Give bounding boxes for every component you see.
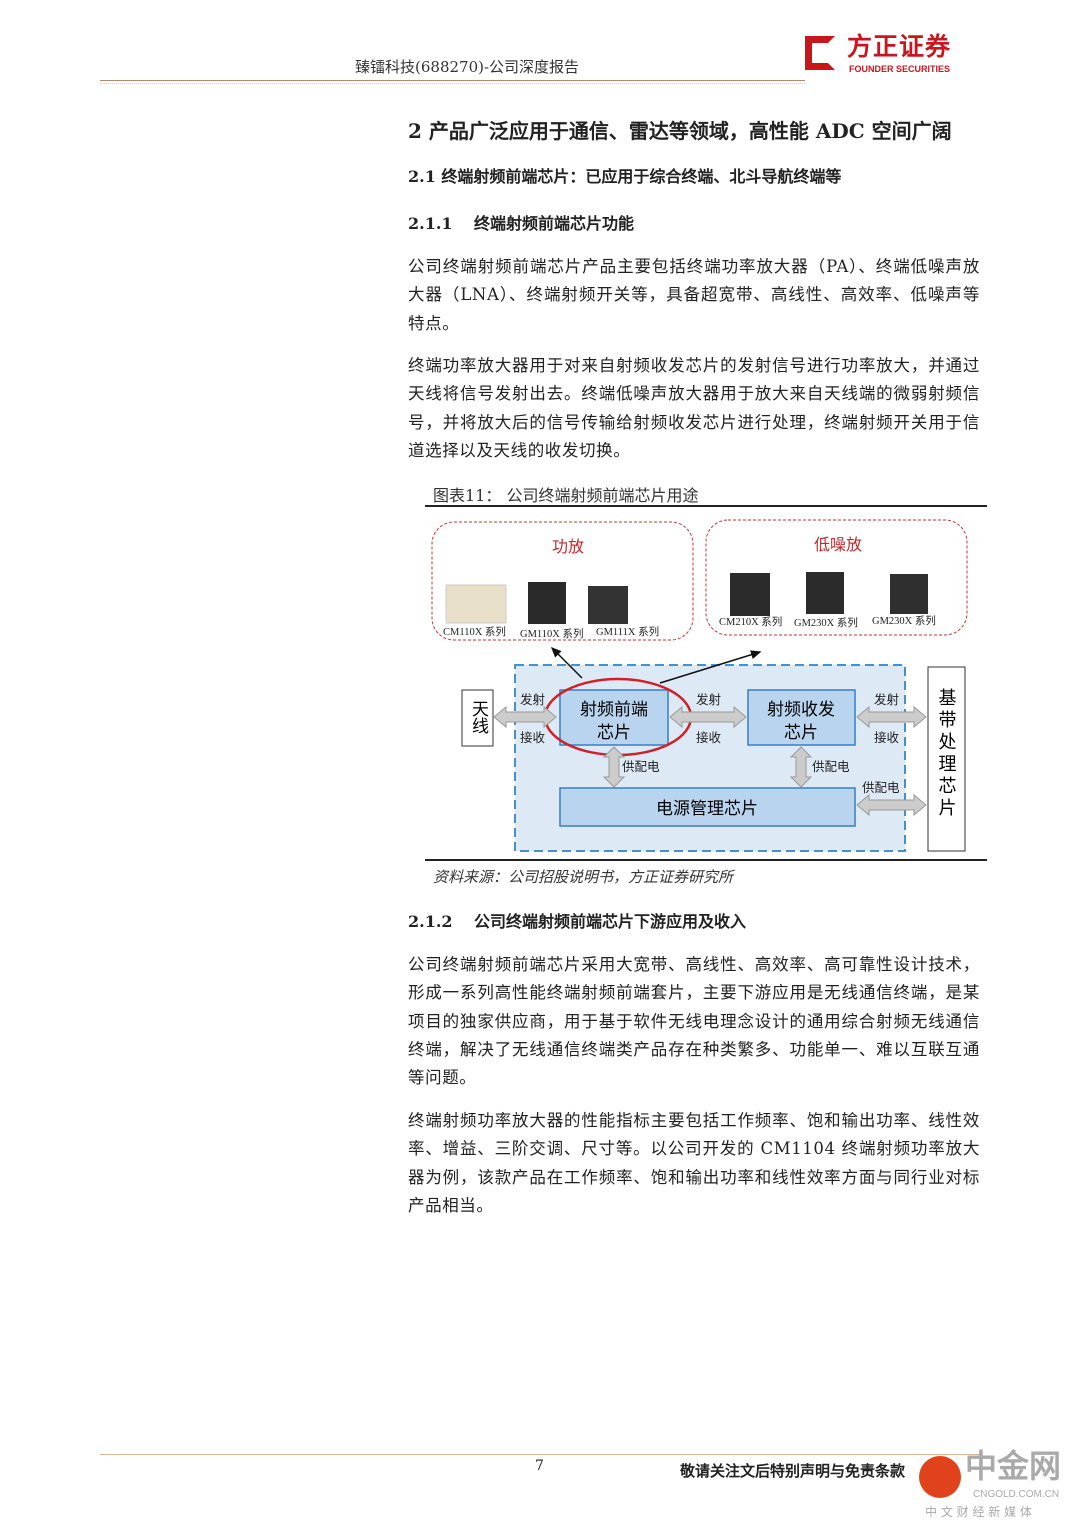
- header-title: 臻镭科技(688270)-公司深度报告: [355, 58, 580, 76]
- supply-label: 供配电: [812, 759, 850, 774]
- heading-number: 2.1.1: [408, 214, 453, 233]
- chip-image: [730, 573, 770, 616]
- pa-group-label: 功放: [552, 537, 584, 556]
- double-arrow: [856, 793, 927, 817]
- power-management-box: [559, 787, 856, 827]
- tx-label: 发射: [696, 692, 721, 707]
- double-arrow: [493, 705, 557, 729]
- supply-label: 供配电: [862, 780, 900, 795]
- subsubsection-heading-1: 2.1.1 终端射频前端芯片功能: [408, 210, 634, 234]
- rx-label: 接收: [520, 730, 546, 745]
- tx-label: 发射: [520, 692, 545, 707]
- double-arrow: [669, 705, 747, 729]
- figure-top-rule: [425, 505, 987, 507]
- frontend-chip-box: [559, 689, 669, 746]
- watermark-cn: 中金网: [965, 1447, 1062, 1485]
- lna-group-label: 低噪放: [814, 535, 862, 554]
- paragraph-4: 终端射频功率放大器的性能指标主要包括工作频率、饱和输出功率、线性效率、增益、三阶…: [408, 1111, 980, 1215]
- transceiver-chip-box: [747, 689, 856, 746]
- section-heading: 2 产品广泛应用于通信、雷达等领域，高性能 ADC 空间广阔: [408, 119, 952, 143]
- chip-image: [806, 572, 844, 614]
- cngold-logo-icon: [919, 1456, 961, 1498]
- chip-label: GM230X 系列: [794, 616, 858, 629]
- heading-text: 终端射频前端芯片功能: [474, 214, 635, 233]
- figure-title: 图表11： 公司终端射频前端芯片用途: [433, 486, 699, 505]
- chip-label: GM230X 系列: [872, 614, 936, 627]
- logo-mark-icon: [805, 36, 835, 70]
- double-arrow: [856, 705, 927, 729]
- frontend-label: 芯片: [597, 723, 631, 743]
- antenna-label: 天线: [468, 700, 489, 734]
- rx-label: 接收: [874, 730, 900, 745]
- subsubsection-heading-2: 2.1.2 公司终端射频前端芯片下游应用及收入: [408, 908, 746, 932]
- baseband-box: [927, 666, 966, 852]
- chip-label: GM110X 系列: [520, 627, 584, 640]
- paragraph-1: 公司终端射频前端芯片产品主要包括终端功率放大器（PA）、终端低噪声放大器（LNA…: [408, 257, 980, 333]
- transceiver-label: 射频收发: [767, 700, 835, 720]
- baseband-label: 基带处理芯片: [936, 688, 957, 820]
- antenna-box: [461, 689, 494, 747]
- supply-label: 供配电: [622, 759, 660, 774]
- chip-image: [890, 574, 928, 614]
- header-divider-dotted: [100, 83, 805, 84]
- chip-image: [445, 584, 507, 624]
- subsection-heading: 2.1 终端射频前端芯片：已应用于综合终端、北斗导航终端等: [408, 167, 842, 186]
- figure-source: 资料来源：公司招股说明书，方正证券研究所: [433, 868, 734, 886]
- disclaimer-notice: 敬请关注文后特别声明与免责条款: [680, 1462, 906, 1480]
- footer-divider: [100, 1454, 980, 1455]
- tx-label: 发射: [874, 692, 899, 707]
- page-number: 7: [535, 1458, 544, 1474]
- figure-bottom-rule: [425, 859, 987, 861]
- watermark-sub: 中 文 财 经 新 媒 体: [925, 1505, 1032, 1519]
- watermark-url: CNGOLD.COM.CN: [973, 1489, 1060, 1500]
- founder-logo: 方正证券 FOUNDER SECURITIES: [805, 34, 975, 80]
- transceiver-label: 芯片: [784, 723, 818, 743]
- rf-frontend-diagram: 功放 低噪放 CM110X 系列 GM110X 系列 GM111X 系列 CM2…: [431, 519, 968, 852]
- paragraph-2: 终端功率放大器用于对来自射频收发芯片的发射信号进行功率放大，并通过天线将信号发射…: [408, 356, 980, 460]
- power-label: 电源管理芯片: [656, 799, 758, 819]
- header-divider: [100, 80, 805, 81]
- chip-image: [588, 586, 628, 624]
- rx-label: 接收: [696, 730, 722, 745]
- logo-cn: 方正证券: [847, 32, 952, 61]
- cngold-watermark: 中金网 CNGOLD.COM.CN 中 文 财 经 新 媒 体: [915, 1448, 1080, 1527]
- double-arrow: [602, 746, 626, 788]
- chip-label: CM110X 系列: [443, 625, 506, 638]
- logo-en: FOUNDER SECURITIES: [849, 64, 951, 74]
- frontend-label: 射频前端: [580, 700, 648, 720]
- double-arrow: [789, 746, 813, 788]
- chip-image: [528, 582, 566, 624]
- lna-group-box: [705, 519, 968, 636]
- chip-label: GM111X 系列: [596, 625, 659, 638]
- chip-label: CM210X 系列: [719, 615, 782, 628]
- heading-text: 公司终端射频前端芯片下游应用及收入: [474, 912, 747, 931]
- paragraph-3: 公司终端射频前端芯片采用大宽带、高线性、高效率、高可靠性设计技术，形成一系列高性…: [408, 955, 980, 1088]
- heading-number: 2.1.2: [408, 912, 453, 931]
